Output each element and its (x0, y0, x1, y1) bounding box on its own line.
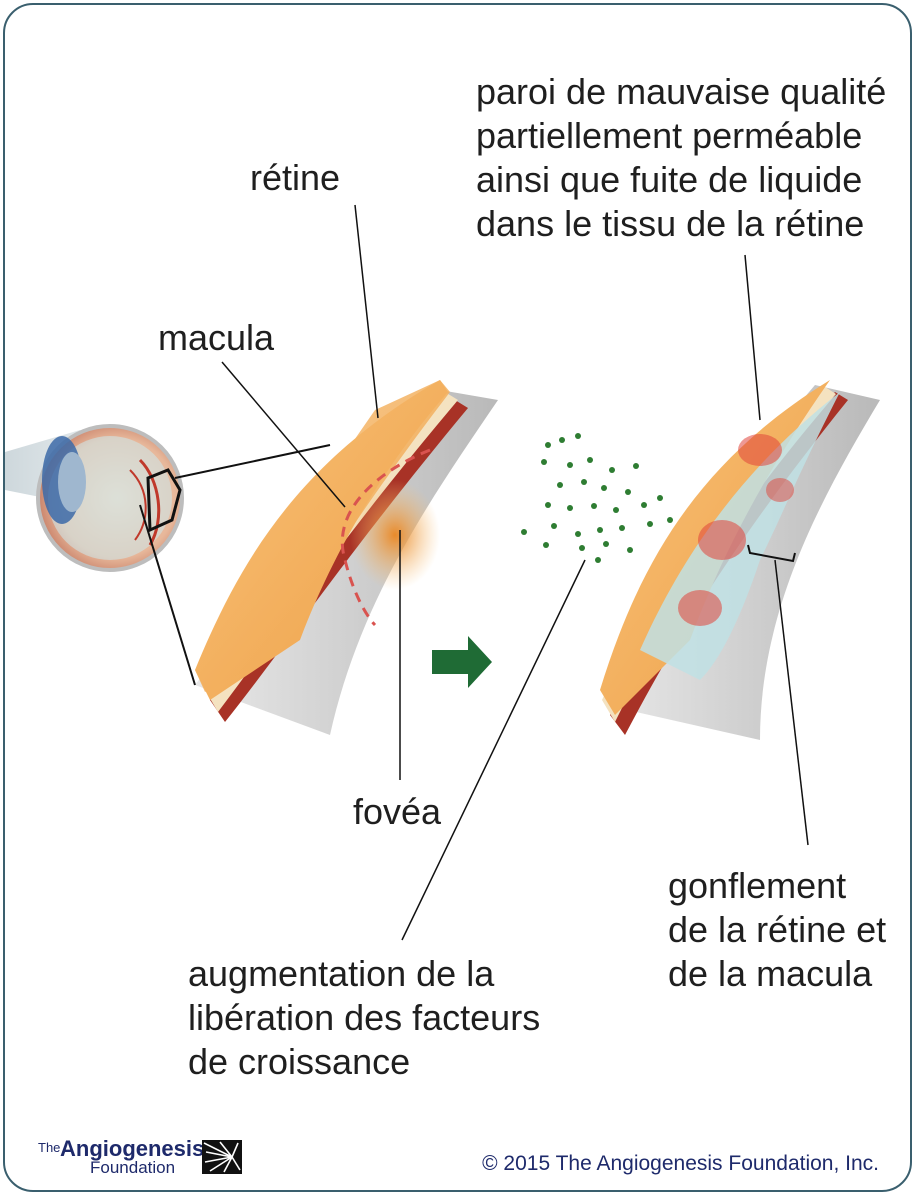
label-fovea: fovéa (353, 790, 441, 834)
label-gonflement: gonflement de la rétine et de la macula (668, 864, 886, 996)
logo-the: The (38, 1140, 60, 1155)
edematous-retina-block (600, 380, 880, 740)
label-augmentation-line: libération des facteurs (188, 996, 540, 1040)
label-augmentation: augmentation de la libération des facteu… (188, 952, 540, 1084)
label-gonflement-line: de la rétine et (668, 908, 886, 952)
angiogenesis-logo: The Angiogenesis Foundation (34, 1136, 264, 1180)
growth-factor-dots (521, 433, 673, 563)
label-paroi-line: partiellement perméable (476, 114, 886, 158)
label-gonflement-line: gonflement (668, 864, 886, 908)
eye-cross-section-icon (5, 426, 182, 570)
copyright-text: © 2015 The Angiogenesis Foundation, Inc. (482, 1152, 879, 1176)
label-gonflement-line: de la macula (668, 952, 886, 996)
label-retine: rétine (250, 156, 340, 200)
label-paroi: paroi de mauvaise qualité partiellement … (476, 70, 886, 246)
logo-sub: Foundation (90, 1158, 175, 1178)
label-paroi-line: ainsi que fuite de liquide (476, 158, 886, 202)
label-macula: macula (158, 316, 274, 360)
label-augmentation-line: augmentation de la (188, 952, 540, 996)
normal-retina-block (140, 380, 498, 735)
angiogenesis-star-icon (202, 1140, 242, 1174)
label-augmentation-line: de croissance (188, 1040, 540, 1084)
arrow-right-icon (432, 636, 492, 688)
label-paroi-line: paroi de mauvaise qualité (476, 70, 886, 114)
label-paroi-line: dans le tissu de la rétine (476, 202, 886, 246)
